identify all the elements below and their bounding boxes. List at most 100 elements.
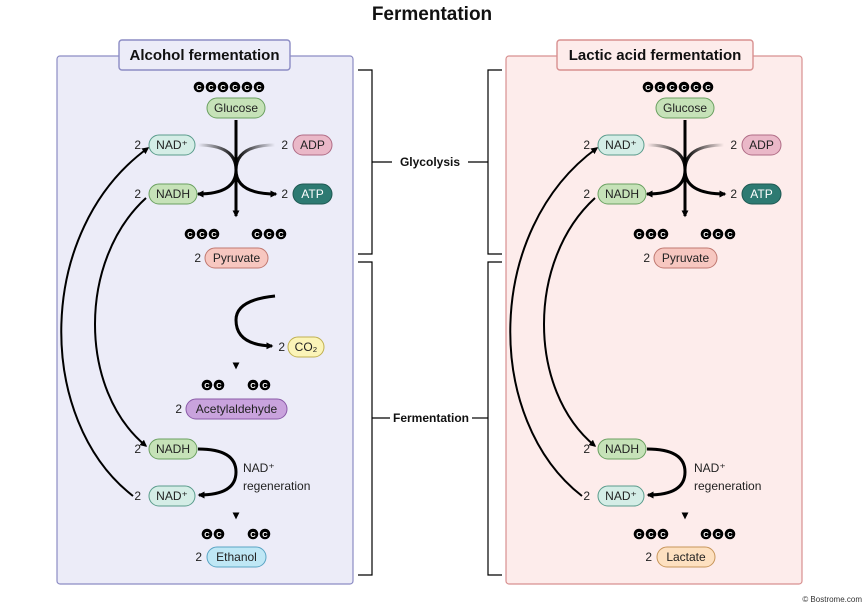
svg-text:C: C	[703, 230, 709, 239]
svg-text:Pyruvate: Pyruvate	[662, 251, 710, 265]
lactic-regen-line1: NAD⁺	[694, 461, 726, 475]
svg-text:C: C	[204, 530, 210, 539]
svg-text:C: C	[693, 83, 699, 92]
fermentation-bracket-right	[487, 261, 502, 576]
svg-text:C: C	[715, 530, 721, 539]
lactic-adp-count: 2	[730, 138, 737, 152]
lactic-regen-line2: regeneration	[694, 479, 761, 493]
lactic-nad-count: 2	[583, 138, 590, 152]
svg-text:Pyruvate: Pyruvate	[213, 251, 261, 265]
lactic-lactate-count: 2	[645, 550, 652, 564]
alcohol-nadh2-count: 2	[134, 442, 141, 456]
lactic-pyruvate-count: 2	[643, 251, 650, 265]
fermentation-label: Fermentation	[393, 411, 469, 425]
alcohol-header: Alcohol fermentation	[129, 47, 279, 64]
svg-text:C: C	[657, 83, 663, 92]
alcohol-ethanol-count: 2	[195, 550, 202, 564]
svg-text:C: C	[187, 230, 193, 239]
lactic-adp-curve	[683, 143, 725, 171]
svg-text:Acetylaldehyde: Acetylaldehyde	[196, 402, 278, 416]
svg-text:C: C	[208, 83, 214, 92]
alcohol-co2-count: 2	[278, 340, 285, 354]
svg-text:ADP: ADP	[300, 138, 325, 152]
alcohol-nadh-transfer-arrow	[94, 197, 148, 447]
svg-text:C: C	[254, 230, 260, 239]
svg-text:Glucose: Glucose	[663, 101, 707, 115]
svg-text:C: C	[204, 381, 210, 390]
alcohol-co2: CO₂	[287, 336, 325, 358]
alcohol-acetylaldehyde-carbons: C C C C	[201, 379, 271, 391]
alcohol-ethanol: Ethanol	[206, 546, 267, 568]
svg-text:NADH: NADH	[605, 187, 639, 201]
alcohol-co2-curve	[234, 294, 276, 350]
svg-text:ADP: ADP	[749, 138, 774, 152]
alcohol-regen-line1: NAD⁺	[243, 461, 275, 475]
svg-text:C: C	[648, 530, 654, 539]
lactic-regen-curve	[646, 447, 687, 499]
svg-text:C: C	[250, 530, 256, 539]
lactic-atp-curve	[683, 169, 727, 198]
svg-text:C: C	[196, 83, 202, 92]
lactic-pyruvate: Pyruvate	[653, 247, 718, 269]
lactic-adp: ADP	[741, 134, 782, 156]
svg-text:C: C	[645, 83, 651, 92]
lactic-glucose-carbons: C C C C C C	[642, 81, 714, 93]
svg-text:C: C	[681, 83, 687, 92]
lactic-nad2-count: 2	[583, 489, 590, 503]
alcohol-atp-curve	[234, 169, 278, 198]
alcohol-header-box	[118, 39, 291, 71]
alcohol-ethanol-carbons: C C C C	[201, 528, 271, 540]
svg-text:C: C	[727, 230, 733, 239]
svg-text:NADH: NADH	[156, 187, 190, 201]
alcohol-atp-count: 2	[281, 187, 288, 201]
alcohol-acetylaldehyde: Acetylaldehyde	[185, 398, 288, 420]
svg-text:C: C	[256, 83, 262, 92]
svg-text:C: C	[199, 230, 205, 239]
svg-text:C: C	[727, 530, 733, 539]
alcohol-nad-return-arrow	[60, 147, 150, 497]
fermentation-bracket-left	[358, 261, 373, 576]
svg-text:C: C	[636, 530, 642, 539]
alcohol-nad-plus-2: NAD⁺	[148, 485, 196, 507]
svg-text:NADH: NADH	[156, 442, 190, 456]
alcohol-pyruvate-count: 2	[194, 251, 201, 265]
alcohol-glucose-carbons: C C C C C C	[193, 81, 265, 93]
svg-text:NAD⁺: NAD⁺	[156, 489, 188, 503]
lactic-lactate: Lactate	[656, 546, 716, 568]
lactic-glucose: Glucose	[655, 97, 715, 119]
alcohol-regen-curve	[197, 447, 238, 499]
svg-text:C: C	[278, 230, 284, 239]
svg-text:Ethanol: Ethanol	[216, 550, 257, 564]
svg-text:NADH: NADH	[605, 442, 639, 456]
svg-text:C: C	[211, 230, 217, 239]
alcohol-pyruvate: Pyruvate	[204, 247, 269, 269]
svg-text:C: C	[262, 381, 268, 390]
svg-text:C: C	[250, 381, 256, 390]
lactic-header: Lactic acid fermentation	[569, 47, 742, 64]
svg-text:C: C	[669, 83, 675, 92]
alcohol-nad-count: 2	[134, 138, 141, 152]
alcohol-nad-plus: NAD⁺	[148, 134, 196, 156]
svg-text:C: C	[216, 381, 222, 390]
alcohol-adp-count: 2	[281, 138, 288, 152]
svg-text:ATP: ATP	[301, 187, 323, 201]
alcohol-adp: ADP	[292, 134, 333, 156]
lactic-lactate-carbons: C C C C C C	[633, 528, 736, 540]
lactic-header-box	[556, 39, 754, 71]
lactic-nadh2-count: 2	[583, 442, 590, 456]
svg-text:C: C	[703, 530, 709, 539]
glycolysis-bracket-left	[358, 69, 373, 255]
alcohol-nadh-2: NADH	[148, 438, 198, 460]
svg-text:C: C	[660, 230, 666, 239]
svg-text:Lactate: Lactate	[666, 550, 706, 564]
svg-text:C: C	[232, 83, 238, 92]
svg-text:CO₂: CO₂	[295, 340, 318, 354]
alcohol-atp: ATP	[292, 183, 333, 205]
diagram-title: Fermentation	[372, 4, 492, 25]
lactic-nad-plus: NAD⁺	[597, 134, 645, 156]
lactic-atp: ATP	[741, 183, 782, 205]
lactic-nadh-transfer-arrow	[543, 197, 597, 447]
glycolysis-bracket-right	[487, 69, 502, 255]
